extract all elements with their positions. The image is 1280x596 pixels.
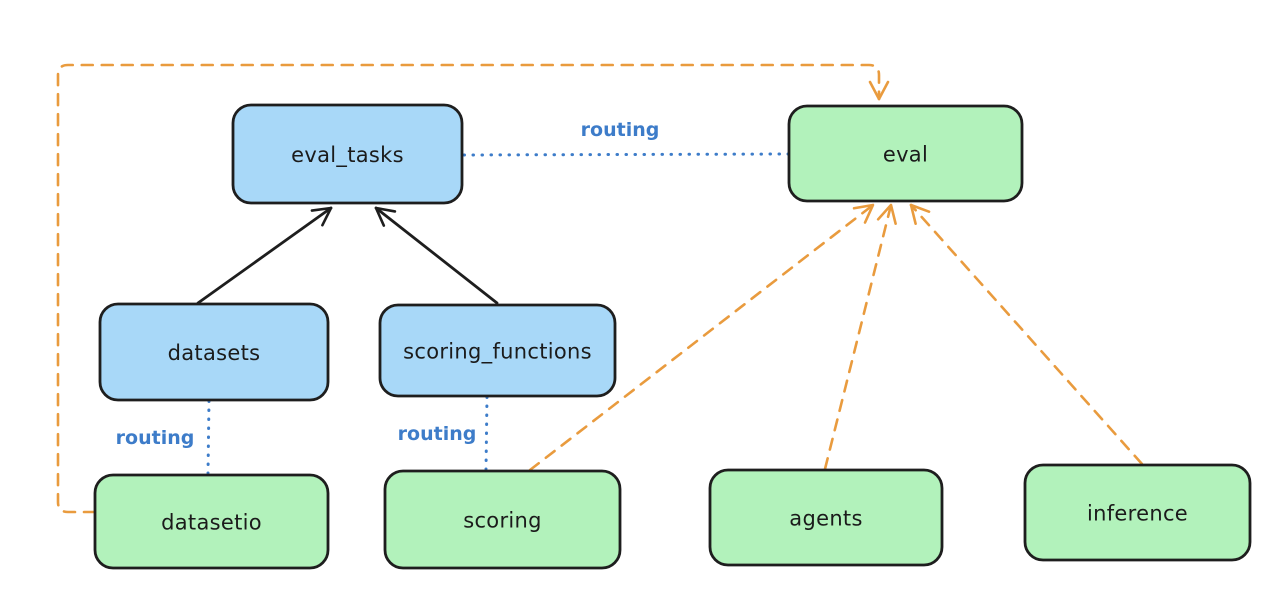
edge-datasets-to-datasetio-routing <box>206 399 211 475</box>
nodes-layer: eval_tasks eval datasets scoring_functionsd… <box>93 103 1252 570</box>
edge-datasets-to-eval_tasks <box>196 206 333 305</box>
node-eval: eval <box>787 104 1024 203</box>
node-box-scoring_functions <box>378 303 617 398</box>
node-datasetio: datasetio <box>93 473 330 570</box>
edge-inference-to-eval <box>909 203 1144 466</box>
node-label-eval: eval <box>883 143 928 167</box>
node-eval_tasks: eval_tasks <box>231 103 464 205</box>
edges-layer <box>56 63 1144 514</box>
edge-scoring-to-eval <box>528 203 875 472</box>
node-box-datasetio <box>93 473 330 570</box>
node-box-agents <box>708 468 944 567</box>
node-label-datasets: datasets <box>168 341 261 365</box>
node-scoring: scoring <box>383 469 622 570</box>
edge-label-scoring_functions-to-scoring-routing: routing <box>398 423 477 445</box>
edge-scoring_functions-to-eval_tasks <box>374 206 499 305</box>
edge-labels-layer: routing routing routing <box>116 119 660 449</box>
node-box-inference <box>1023 463 1252 562</box>
edge-label-eval_tasks-to-eval-routing: routing <box>581 119 660 141</box>
node-label-scoring: scoring <box>463 509 542 533</box>
node-box-eval <box>787 104 1024 203</box>
node-box-datasets <box>98 302 330 402</box>
node-agents: agents <box>708 468 944 567</box>
edge-scoring_functions-to-scoring-routing <box>484 395 489 471</box>
node-scoring_functions: scoring_functions <box>378 303 617 398</box>
node-label-agents: agents <box>789 507 862 531</box>
node-box-scoring <box>383 469 622 570</box>
node-inference: inference <box>1023 463 1252 562</box>
edge-label-datasets-to-datasetio-routing: routing <box>116 427 195 449</box>
edge-eval_tasks-to-eval-routing <box>462 152 790 157</box>
node-label-datasetio: datasetio <box>161 511 262 535</box>
node-label-eval_tasks: eval_tasks <box>291 143 404 168</box>
node-box-eval_tasks <box>231 103 464 205</box>
edge-agents-to-eval <box>823 203 897 471</box>
node-datasets: datasets <box>98 302 330 402</box>
node-label-inference: inference <box>1087 502 1188 526</box>
node-label-scoring_functions: scoring_functions <box>403 340 592 365</box>
